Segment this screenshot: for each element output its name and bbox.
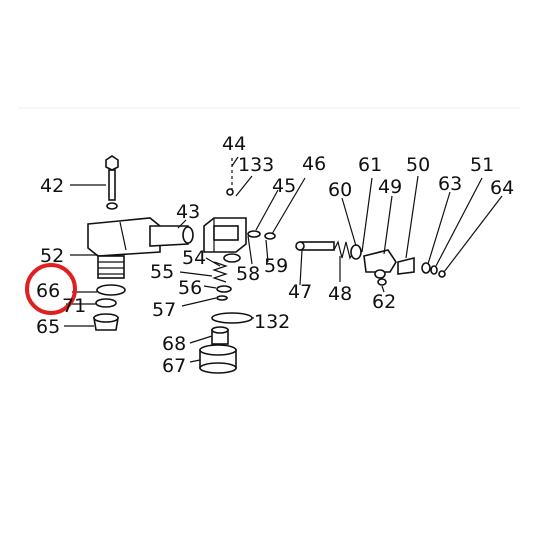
ball-57-drawing (216, 295, 228, 301)
label-part-51: 51 (470, 154, 494, 176)
cap-65-drawing (93, 313, 119, 331)
highlight-circle (25, 263, 77, 315)
label-part-68: 68 (162, 333, 186, 355)
label-part-67: 67 (162, 355, 186, 377)
spring-54-drawing (212, 261, 228, 283)
bolt-62-drawing (377, 278, 387, 286)
sleeve-50-drawing (397, 256, 415, 275)
seal-56-drawing (216, 285, 232, 293)
plug-67-68-drawing (199, 326, 237, 374)
label-part-71: 71 (62, 295, 86, 317)
leader-lines (64, 156, 503, 363)
label-part-65: 65 (36, 316, 60, 338)
label-part-54: 54 (182, 247, 206, 269)
label-part-62: 62 (372, 291, 396, 313)
center-assembly (199, 158, 276, 374)
label-part-64: 64 (490, 177, 514, 199)
label-part-49: 49 (378, 176, 402, 198)
part-labels: 42 52 66 71 65 43 44 133 45 46 54 55 56 … (36, 133, 514, 377)
label-part-45: 45 (272, 175, 296, 197)
label-part-48: 48 (328, 283, 352, 305)
ball-64-drawing (438, 270, 446, 278)
bolt-42-drawing (105, 155, 119, 210)
label-part-132: 132 (254, 311, 290, 333)
label-part-133: 133 (238, 154, 274, 176)
valve-block-drawing (203, 217, 247, 263)
washer-63-drawing (421, 262, 431, 274)
pin-45-drawing (247, 230, 261, 238)
label-part-50: 50 (406, 154, 430, 176)
housing-49-drawing (363, 249, 397, 279)
label-part-58: 58 (236, 263, 260, 285)
pin-44-drawing (226, 188, 234, 196)
label-part-47: 47 (288, 281, 312, 303)
label-part-66: 66 (36, 280, 60, 302)
label-part-52: 52 (40, 245, 64, 267)
label-part-60: 60 (328, 179, 352, 201)
label-part-42: 42 (40, 175, 64, 197)
label-part-57: 57 (152, 299, 176, 321)
spring-48-drawing (333, 240, 355, 260)
washer-71-drawing (95, 298, 117, 308)
ring-51-drawing (430, 265, 438, 275)
label-part-46: 46 (302, 153, 326, 175)
label-part-59: 59 (264, 255, 288, 277)
plunger-47-drawing (295, 241, 335, 251)
label-part-61: 61 (358, 154, 382, 176)
right-assembly (295, 240, 446, 286)
pin-46-drawing (264, 232, 276, 240)
oring-132-drawing (211, 312, 253, 324)
label-part-55: 55 (150, 261, 174, 283)
collar-60-drawing (350, 244, 362, 260)
label-part-56: 56 (178, 277, 202, 299)
label-part-43: 43 (176, 201, 200, 223)
left-assembly (87, 155, 194, 331)
label-part-44: 44 (222, 133, 246, 155)
label-part-63: 63 (438, 173, 462, 195)
body-52-drawing (87, 217, 194, 296)
